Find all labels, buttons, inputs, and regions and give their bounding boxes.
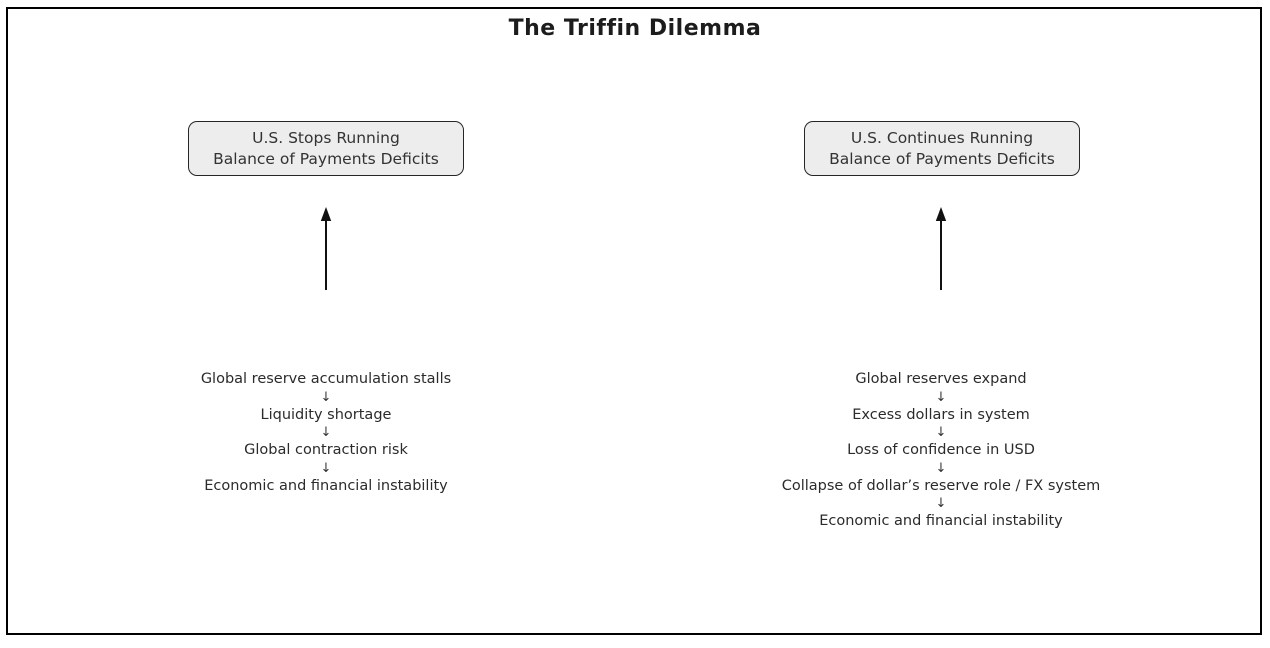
node-us-stops-deficits: U.S. Stops Running Balance of Payments D…	[188, 121, 464, 176]
diagram-title: The Triffin Dilemma	[508, 16, 762, 41]
node-label-line2: Balance of Payments Deficits	[213, 149, 439, 168]
chain-step: Global reserves expand	[855, 371, 1027, 387]
chain-step: Global contraction risk	[244, 442, 408, 458]
node-label-line2: Balance of Payments Deficits	[829, 149, 1055, 168]
down-arrow-icon: ↓	[320, 389, 332, 405]
down-arrow-icon: ↓	[320, 425, 332, 441]
down-arrow-icon: ↓	[935, 460, 947, 476]
down-arrow-icon: ↓	[320, 460, 332, 476]
down-arrow-icon: ↓	[935, 425, 947, 441]
causal-chain-right: Global reserves expand ↓ Excess dollars …	[741, 371, 1141, 531]
causal-chain-left: Global reserve accumulation stalls ↓ Liq…	[126, 371, 526, 495]
chain-step: Collapse of dollar’s reserve role / FX s…	[781, 477, 1101, 494]
down-arrow-icon: ↓	[935, 389, 947, 405]
node-label-line1: U.S. Continues Running	[850, 128, 1034, 147]
up-arrow-icon	[320, 207, 332, 290]
up-arrow-icon	[935, 207, 947, 290]
chain-step: Economic and financial instability	[204, 477, 448, 494]
node-us-continues-deficits: U.S. Continues Running Balance of Paymen…	[804, 121, 1080, 176]
chain-step: Economic and financial instability	[819, 513, 1063, 529]
chain-step: Loss of confidence in USD	[847, 442, 1035, 458]
node-label-line1: U.S. Stops Running	[252, 128, 400, 147]
diagram-frame	[6, 7, 1262, 635]
down-arrow-icon: ↓	[935, 496, 947, 512]
chain-step: Liquidity shortage	[260, 406, 392, 423]
chain-step: Global reserve accumulation stalls	[200, 371, 452, 387]
chain-step: Excess dollars in system	[852, 406, 1030, 423]
